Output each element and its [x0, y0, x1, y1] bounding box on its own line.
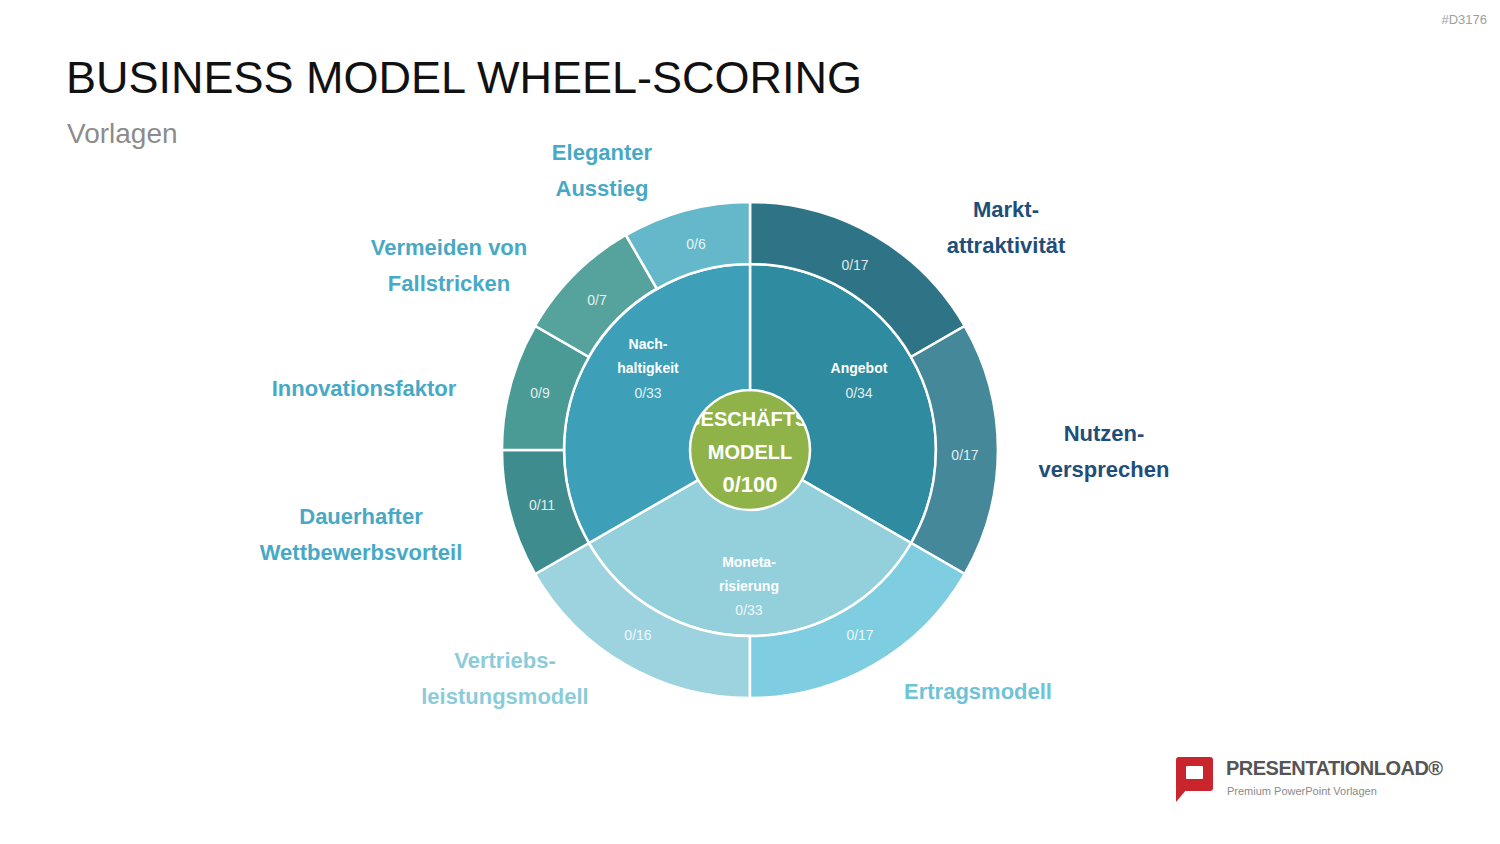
- segment-fill: [750, 202, 965, 357]
- outer-label: Dauerhafter Wettbewerbsvorteil: [226, 499, 496, 571]
- segment-fill: [626, 202, 750, 289]
- score-value: 0/7: [567, 291, 627, 309]
- score-value: 0/17: [825, 256, 885, 274]
- segment-fill: [535, 543, 750, 698]
- logo-block: [1176, 757, 1213, 791]
- segment-title: Nach- haltigkeit: [608, 332, 688, 380]
- outer-segment: Nutzen- versprechen0/17: [908, 323, 1001, 577]
- outer-segment: Eleganter Ausstieg0/6: [623, 199, 753, 292]
- score-value: 0/33: [719, 601, 779, 619]
- segment-fill: [750, 543, 965, 698]
- brand-name: PRESENTATIONLOAD®: [1226, 757, 1443, 780]
- outer-label: Markt- attraktivität: [921, 192, 1091, 264]
- logo-icon: [1176, 757, 1213, 802]
- score-value: 0/9: [510, 384, 570, 402]
- segment-shape: [747, 199, 968, 360]
- outer-segment: Markt- attraktivität0/17: [747, 199, 968, 360]
- score-value: 0/17: [935, 446, 995, 464]
- logo-tail: [1176, 789, 1187, 802]
- score-value: 0/33: [618, 384, 678, 402]
- segment-shape: [747, 540, 968, 701]
- score-value: 0/34: [829, 384, 889, 402]
- score-value: 0/16: [608, 626, 668, 644]
- logo-hole: [1186, 766, 1203, 779]
- score-value: 0/11: [512, 496, 572, 514]
- segment-fill: [564, 264, 750, 543]
- outer-segment: Ertragsmodell0/17: [747, 540, 968, 701]
- subtitle: Vorlagen: [67, 118, 178, 150]
- segment-title: Moneta- risierung: [709, 550, 789, 598]
- outer-segment: Vertriebs- leistungsmodell0/16: [532, 540, 753, 701]
- outer-label: Nutzen- versprechen: [1019, 416, 1189, 488]
- outer-label: Innovationsfaktor: [239, 371, 489, 407]
- outer-label: Vermeiden von Fallstricken: [352, 230, 547, 302]
- segment-title: Angebot: [809, 356, 909, 380]
- segment-shape: [532, 540, 753, 701]
- brand-tagline: Premium PowerPoint Vorlagen: [1227, 785, 1377, 797]
- slide-title: BUSINESS MODEL WHEEL-SCORING: [66, 52, 862, 104]
- score-value: 0/6: [666, 235, 726, 253]
- segment-fill: [911, 326, 998, 574]
- segment-fill: [502, 450, 589, 574]
- outer-label: Ertragsmodell: [863, 674, 1093, 710]
- outer-segment: Dauerhafter Wettbewerbsvorteil0/11: [499, 447, 592, 577]
- outer-label: Vertriebs- leistungsmodell: [400, 643, 610, 715]
- score-value: 0/17: [830, 626, 890, 644]
- slide-code: #D3176: [1441, 12, 1487, 27]
- outer-label: Eleganter Ausstieg: [535, 135, 670, 207]
